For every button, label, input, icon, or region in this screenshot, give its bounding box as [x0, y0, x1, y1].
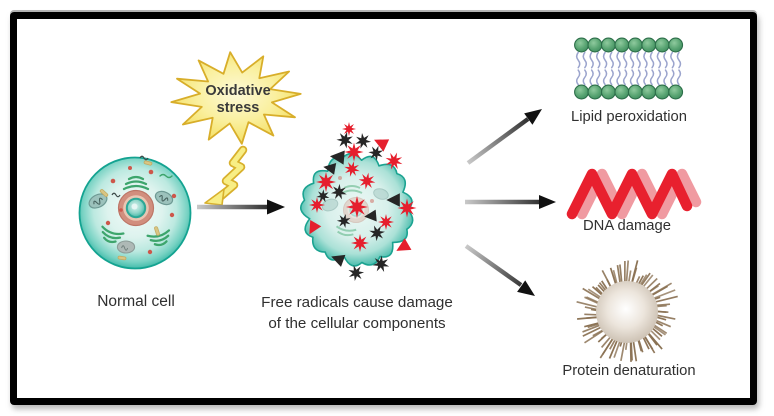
oxidative-stress-label-line1: Oxidative [205, 83, 271, 99]
normal-cell-label: Normal cell [97, 293, 175, 310]
oxidative-stress-label: Oxidative stress [205, 83, 270, 117]
oxidative-stress-label-line2: stress [216, 100, 260, 116]
lipid-bilayer-icon [574, 37, 684, 100]
denatured-protein-icon [576, 260, 678, 362]
arrow-normal-to-damaged [197, 199, 285, 215]
protein-denaturation-label: Protein denaturation [562, 363, 696, 379]
arrow-to-dna [465, 195, 556, 209]
arrow-to-lipid [466, 109, 542, 165]
lipid-peroxidation-label: Lipid peroxidation [571, 109, 687, 125]
dna-damage-label: DNA damage [582, 218, 672, 234]
dna-helix-icon [566, 168, 702, 220]
border-frame [10, 12, 757, 405]
starburst-icon [170, 51, 302, 145]
damaged-cell-caption-line1: Free radicals cause damage [261, 294, 453, 311]
lightning-bolt-icon [204, 145, 248, 206]
normal-cell-illustration [78, 155, 192, 270]
damaged-cell-illustration [299, 122, 417, 284]
damaged-cell-caption-line2: of the cellular components [268, 315, 446, 332]
arrow-to-protein [464, 244, 535, 296]
damaged-cell-caption: Free radicals cause damage of the cellul… [261, 292, 453, 334]
